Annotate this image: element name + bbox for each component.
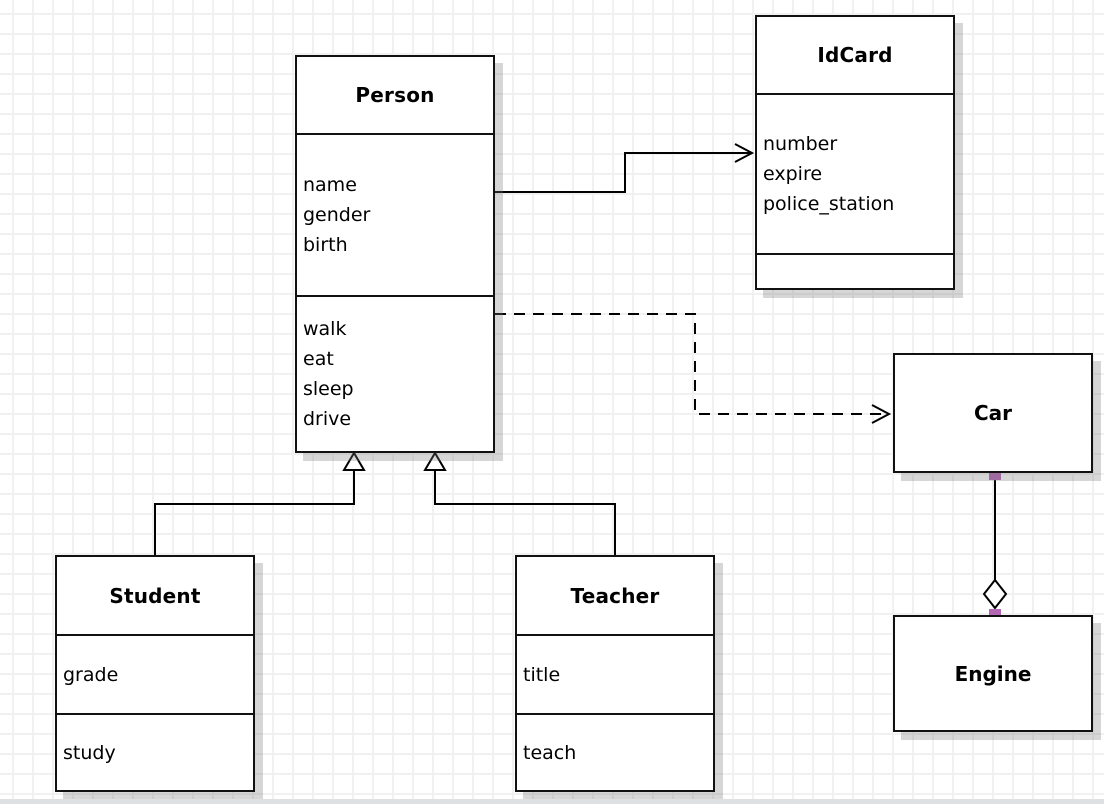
method-item: teach	[523, 741, 577, 764]
generalization-teacher-person[interactable]	[423, 451, 616, 555]
attribute-item: name	[303, 174, 357, 196]
class-title: Teacher	[570, 583, 660, 608]
open-arrowhead-icon	[871, 404, 892, 424]
canvas-bottom-edge	[0, 799, 1104, 804]
method-item: walk	[303, 318, 347, 340]
method-item: drive	[303, 408, 352, 430]
method-item: sleep	[303, 378, 354, 400]
attributes-section: number expire police_station	[757, 93, 953, 253]
class-teacher[interactable]: Teacher title teach	[515, 555, 715, 792]
attribute-item: expire	[763, 163, 823, 185]
attribute-item: gender	[303, 204, 371, 226]
methods-section: teach	[517, 713, 713, 790]
dependency-person-car[interactable]	[495, 313, 892, 424]
aggregation-car-engine[interactable]	[982, 468, 1008, 621]
hollow-diamond-icon	[982, 578, 1008, 610]
attributes-section: title	[517, 634, 713, 713]
attribute-item: birth	[303, 234, 348, 256]
attribute-item: grade	[63, 663, 119, 686]
class-idcard[interactable]: IdCard number expire police_station	[755, 15, 955, 290]
class-person[interactable]: Person name gender birth walk eat sleep …	[295, 55, 495, 453]
class-engine[interactable]: Engine	[893, 615, 1093, 732]
attributes-section: name gender birth	[297, 133, 493, 295]
hollow-triangle-icon	[423, 451, 447, 471]
attributes-section: grade	[57, 634, 253, 713]
generalization-student-person[interactable]	[154, 451, 366, 555]
methods-section-empty	[757, 253, 953, 288]
class-title: Student	[109, 583, 201, 608]
class-car[interactable]: Car	[893, 353, 1093, 473]
methods-section: study	[57, 713, 253, 790]
attribute-item: title	[523, 663, 561, 686]
methods-section: walk eat sleep drive	[297, 295, 493, 451]
class-title: Car	[973, 401, 1013, 425]
attribute-item: number	[763, 133, 838, 155]
class-student[interactable]: Student grade study	[55, 555, 255, 792]
association-person-idcard[interactable]	[495, 143, 755, 193]
class-title: Person	[355, 83, 435, 107]
method-item: study	[63, 741, 116, 764]
open-arrowhead-icon	[734, 143, 755, 163]
class-title: IdCard	[817, 43, 893, 67]
class-title: Engine	[954, 661, 1032, 686]
attribute-item: police_station	[763, 193, 895, 215]
hollow-triangle-icon	[342, 451, 366, 471]
method-item: eat	[303, 348, 334, 370]
